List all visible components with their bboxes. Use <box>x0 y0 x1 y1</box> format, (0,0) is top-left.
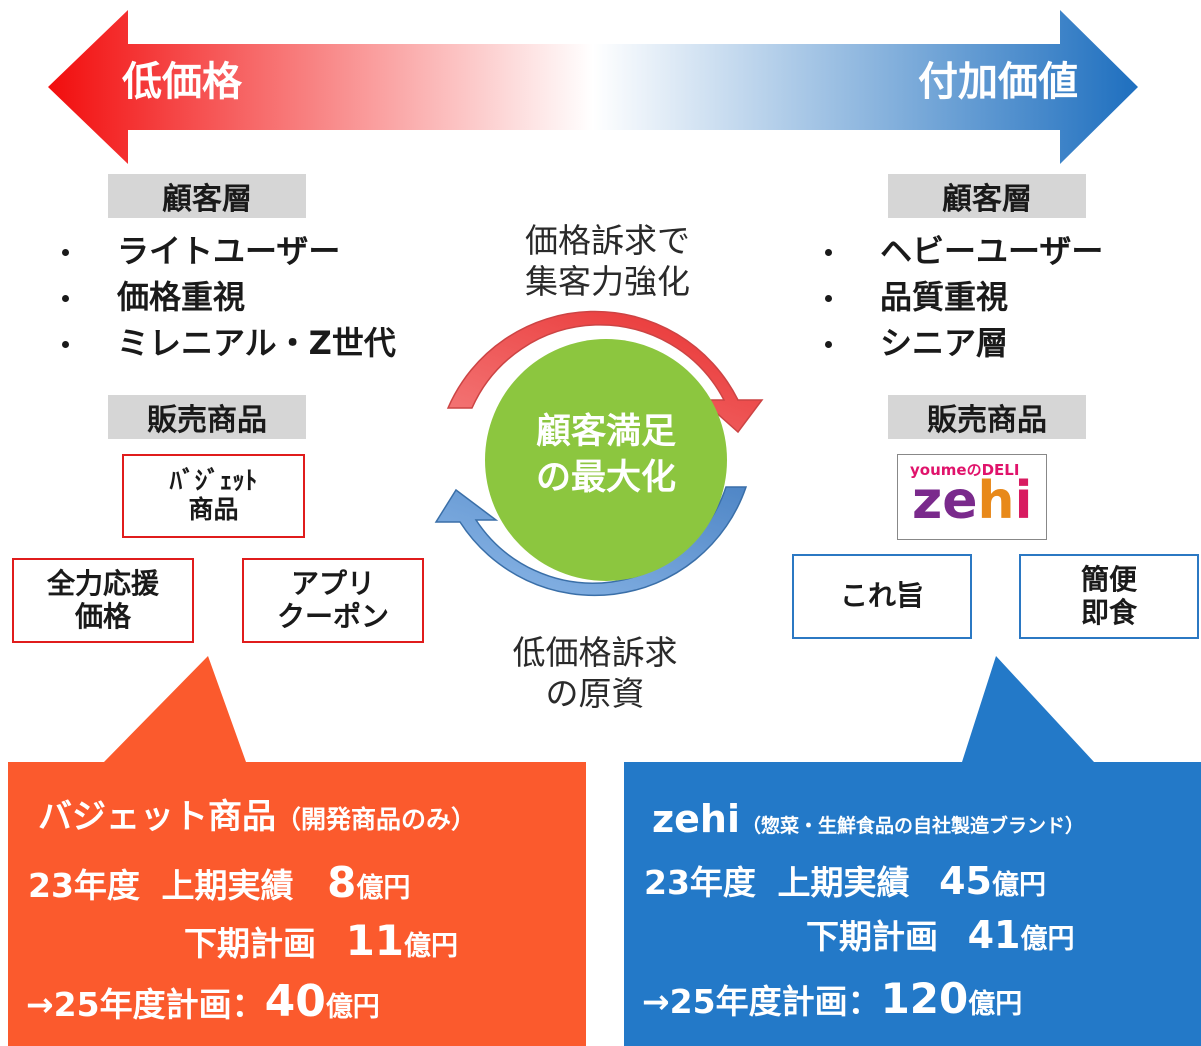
left-callout-subtitle: （開発商品のみ） <box>276 805 477 834</box>
left-callout-bubble <box>8 656 586 1046</box>
left-h1-label: 上期実績 <box>161 866 294 905</box>
cycle-top-line: 集客力強化 <box>525 262 690 302</box>
left-callout-h2-row: 下期計画 11億円 <box>184 920 458 962</box>
app-coupon-line: アプリ <box>290 567 375 601</box>
left-customer-list: ライトユーザー 価格重視 ミレニアル・Z世代 <box>55 228 396 366</box>
red-cycle-arrow <box>446 310 764 434</box>
full-support-price-box: 全力応援 価格 <box>12 558 194 643</box>
left-h1-unit: 億円 <box>356 873 411 904</box>
app-coupon-box: アプリ クーポン <box>242 558 424 643</box>
left-callout-year-row: 23年度 上期実績 8億円 <box>28 862 410 904</box>
left-h2-unit: 億円 <box>404 931 459 962</box>
koreuma-box: これ旨 <box>792 554 972 639</box>
cycle-bottom-text: 低価格訴求 の原資 <box>480 632 710 715</box>
right-plan-label: →25年度計画： <box>642 982 881 1021</box>
circle-text-line: 顧客満足 <box>535 412 676 452</box>
right-customer-item: シニア層 <box>818 320 1103 366</box>
left-year: 23年度 <box>28 866 140 905</box>
right-callout-subtitle: （惣菜・生鮮食品の自社製造ブランド） <box>741 815 1084 837</box>
right-callout-year-row: 23年度 上期実績 45億円 <box>644 862 1046 900</box>
left-customer-item: 価格重視 <box>55 274 396 320</box>
left-plan-unit: 億円 <box>325 992 380 1023</box>
cycle-top-text: 価格訴求で 集客力強化 <box>480 220 735 303</box>
zehi-logo-top: youmeのDELI <box>910 461 1020 479</box>
right-callout-title: zehi（惣菜・生鮮食品の自社製造ブランド） <box>652 800 1084 838</box>
right-h2-label: 下期計画 <box>806 917 938 956</box>
left-h2-value: 11 <box>345 916 405 965</box>
circle-text-line: の最大化 <box>535 457 676 498</box>
app-coupon-line: クーポン <box>276 599 389 633</box>
budget-product-line: 商品 <box>188 495 239 524</box>
left-callout-title-main: バジェット商品 <box>38 797 276 837</box>
left-customer-item: ミレニアル・Z世代 <box>55 320 396 366</box>
zehi-logo-h: h <box>977 471 1015 531</box>
right-callout-plan-row: →25年度計画：120億円 <box>642 978 1022 1020</box>
left-plan-value: 40 <box>264 976 326 1027</box>
right-customer-list: ヘビーユーザー 品質重視 シニア層 <box>818 228 1103 366</box>
budget-product-line: ﾊﾞｼﾞｪｯﾄ <box>169 466 258 496</box>
zehi-logo: youmeのDELI zehi <box>897 454 1047 540</box>
left-products-header: 販売商品 <box>108 395 306 439</box>
left-callout-plan-row: →25年度計画：40億円 <box>26 980 380 1024</box>
right-plan-value: 120 <box>880 974 969 1023</box>
cycle-top-line: 価格訴求で <box>525 221 690 260</box>
right-plan-unit: 億円 <box>968 989 1023 1020</box>
convenient-line: 即食 <box>1080 595 1137 629</box>
low-price-label: 低価格 <box>122 59 242 105</box>
zehi-logo-ze: ze <box>912 471 978 531</box>
right-h2-unit: 億円 <box>1020 924 1075 955</box>
left-h1-value: 8 <box>327 858 357 907</box>
full-support-price-line: 全力応援 <box>46 567 159 601</box>
added-value-label: 付加価値 <box>918 59 1078 105</box>
customer-satisfaction-circle <box>485 339 727 581</box>
right-customer-item: ヘビーユーザー <box>818 228 1103 274</box>
cycle-bottom-line: の原資 <box>545 674 645 714</box>
cycle-arrows <box>434 310 764 597</box>
right-customer-item: 品質重視 <box>818 274 1103 320</box>
zehi-logo-i: i <box>1014 471 1033 531</box>
budget-product-box: ﾊﾞｼﾞｪｯﾄ 商品 <box>122 454 305 538</box>
right-callout-title-main: zehi <box>652 797 740 841</box>
zehi-logo-word: zehi <box>912 475 1032 527</box>
circle-text: 顧客満足 の最大化 <box>506 410 706 501</box>
left-plan-label: →25年度計画： <box>26 985 265 1024</box>
convenient-line: 簡便 <box>1080 563 1137 597</box>
right-callout-bubble <box>624 656 1201 1046</box>
right-callout-h2-row: 下期計画 41億円 <box>806 916 1074 954</box>
convenient-ready-to-eat-box: 簡便 即食 <box>1019 554 1199 639</box>
left-customer-header: 顧客層 <box>108 174 306 218</box>
right-year: 23年度 <box>644 863 756 902</box>
right-h1-value: 45 <box>939 859 992 903</box>
left-callout-title: バジェット商品（開発商品のみ） <box>38 800 476 834</box>
cycle-bottom-line: 低価格訴求 <box>512 633 678 672</box>
price-value-arrow <box>48 10 1138 164</box>
right-h2-value: 41 <box>967 913 1021 957</box>
right-h1-label: 上期実績 <box>777 863 910 902</box>
left-customer-item: ライトユーザー <box>55 228 396 274</box>
right-products-header: 販売商品 <box>888 395 1086 439</box>
full-support-price-line: 価格 <box>74 599 131 633</box>
right-h1-unit: 億円 <box>991 870 1046 901</box>
left-h2-label: 下期計画 <box>184 924 316 963</box>
right-customer-header: 顧客層 <box>888 174 1086 218</box>
